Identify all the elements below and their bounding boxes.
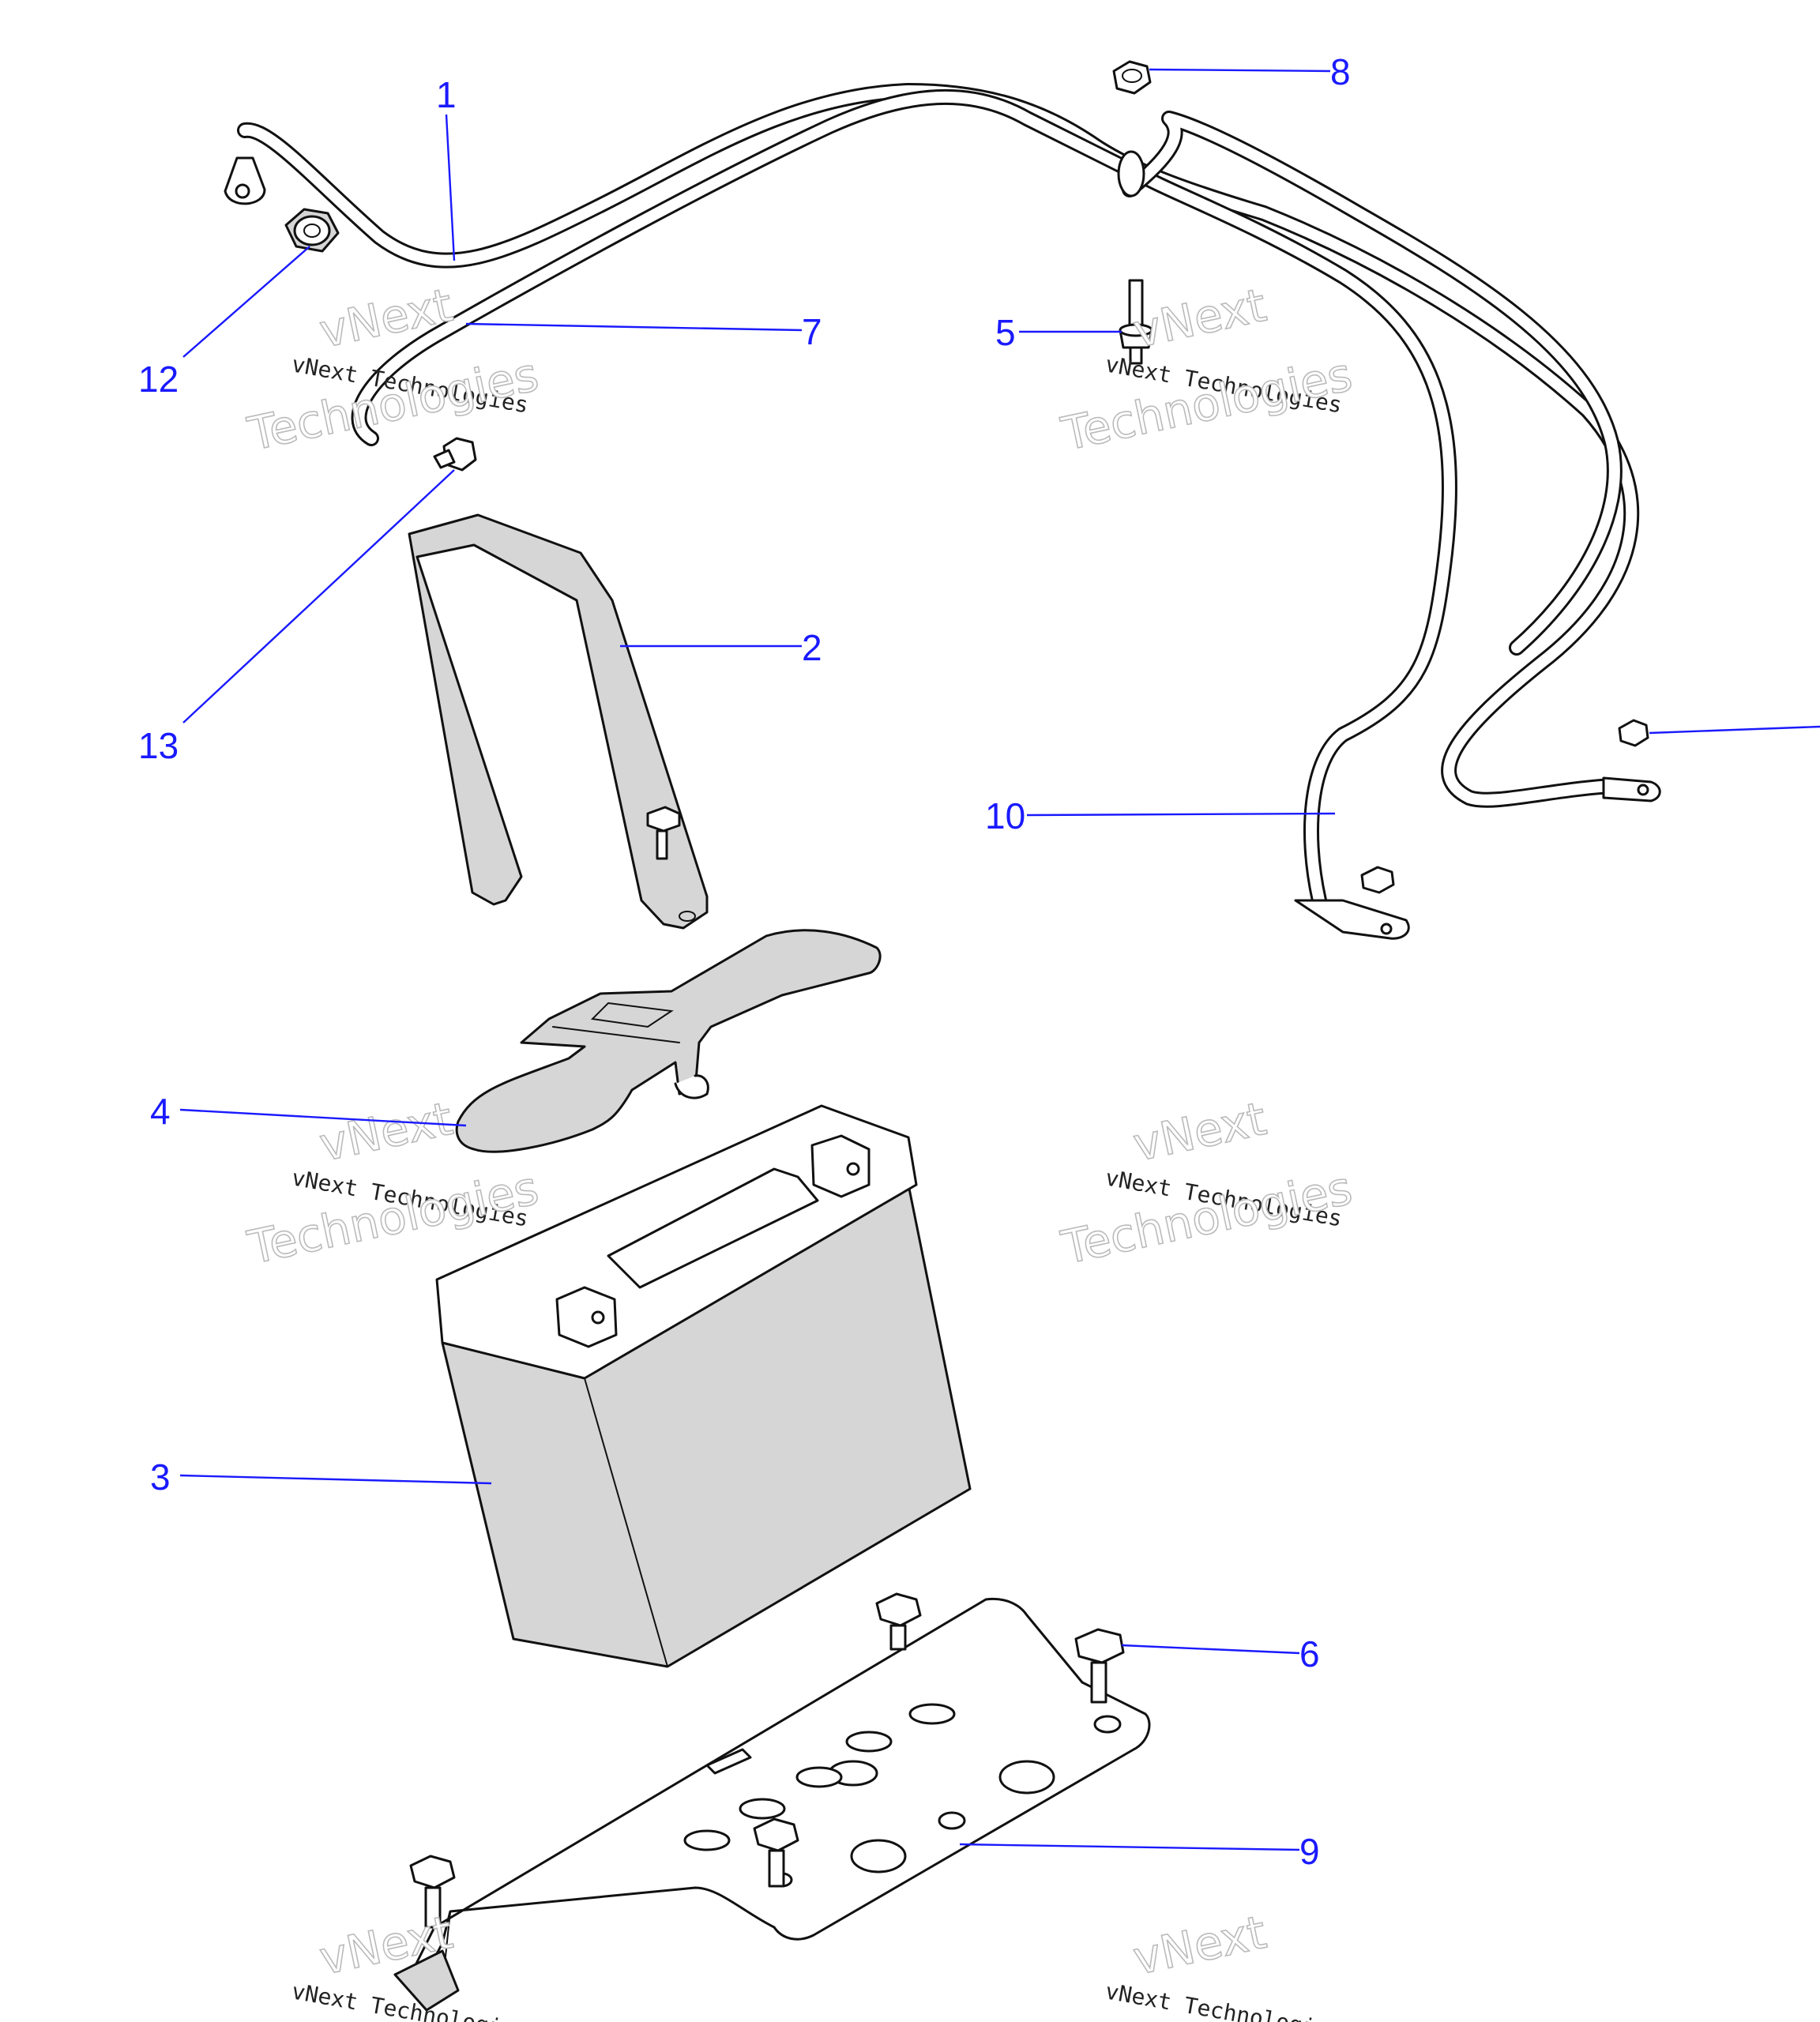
svg-text:1: 1 — [436, 74, 457, 115]
bolt-13 — [433, 437, 477, 472]
stud-5 — [1119, 279, 1153, 365]
watermark-4-big-a: vNext — [1128, 1091, 1271, 1172]
callout-2: 2 — [620, 627, 822, 668]
callout-1: 1 — [436, 74, 457, 261]
cable-10-ground — [1117, 111, 1623, 656]
svg-text:8: 8 — [1330, 51, 1351, 92]
svg-text:3: 3 — [150, 1456, 171, 1498]
callout-7: 7 — [465, 311, 822, 352]
battery-3 — [435, 1104, 972, 1668]
watermark-6-big-a: vNext — [1128, 1904, 1271, 1986]
svg-text:5: 5 — [995, 312, 1016, 353]
watermark-4-big-b: Technologies — [1056, 1160, 1357, 1276]
svg-text:vNext: vNext — [315, 278, 457, 359]
svg-text:13: 13 — [138, 725, 179, 766]
callout-6: 6 — [1121, 1633, 1320, 1674]
watermark-2-big-b: Technologies — [1056, 347, 1357, 462]
svg-text:7: 7 — [802, 311, 822, 352]
svg-text:Technologies: Technologies — [1057, 348, 1357, 461]
svg-text:2: 2 — [802, 627, 822, 668]
nut-8 — [1112, 60, 1152, 95]
nut-12 — [284, 208, 340, 253]
callout-4: 4 — [150, 1091, 467, 1132]
svg-text:vNext: vNext — [1129, 1905, 1271, 1986]
nut-loose-right — [1618, 719, 1649, 747]
watermark-3-big-a: vNext — [314, 1091, 457, 1172]
bolt-6-a — [875, 1592, 922, 1651]
svg-text:4: 4 — [150, 1091, 171, 1132]
bolt-6-c — [753, 1817, 799, 1888]
svg-text:vNext: vNext — [1129, 1092, 1271, 1172]
svg-text:vNext: vNext — [1129, 278, 1271, 359]
callouts: 1 2 3 4 5 6 7 8 — [138, 51, 1820, 1872]
svg-text:9: 9 — [1299, 1831, 1320, 1872]
callout-11-leader — [1649, 725, 1820, 735]
svg-text:Technologies: Technologies — [1057, 1161, 1357, 1275]
watermark-1-big-a: vNext — [314, 277, 457, 359]
bolt-6-b — [1074, 1628, 1125, 1704]
callout-8: 8 — [1149, 51, 1351, 92]
callout-12: 12 — [138, 246, 310, 400]
watermark-2-big-a: vNext — [1128, 277, 1271, 359]
nut-cable-end — [1360, 866, 1395, 894]
callout-3: 3 — [150, 1456, 492, 1498]
terminal-cover-4 — [455, 929, 882, 1153]
svg-text:6: 6 — [1299, 1633, 1320, 1674]
svg-text:12: 12 — [138, 359, 179, 400]
callout-9: 9 — [959, 1831, 1320, 1872]
callout-13: 13 — [138, 469, 455, 766]
callout-10: 10 — [985, 795, 1336, 836]
svg-text:vNext: vNext — [315, 1092, 457, 1172]
battery-tray-9 — [393, 1597, 1151, 2012]
callout-5: 5 — [995, 312, 1122, 353]
cable-7-negative — [351, 88, 1457, 940]
battery-hold-down-bracket-2 — [408, 513, 709, 930]
bolts-6 — [409, 1592, 1125, 1929]
bolt-6-d — [409, 1855, 456, 1929]
svg-text:10: 10 — [985, 795, 1025, 836]
